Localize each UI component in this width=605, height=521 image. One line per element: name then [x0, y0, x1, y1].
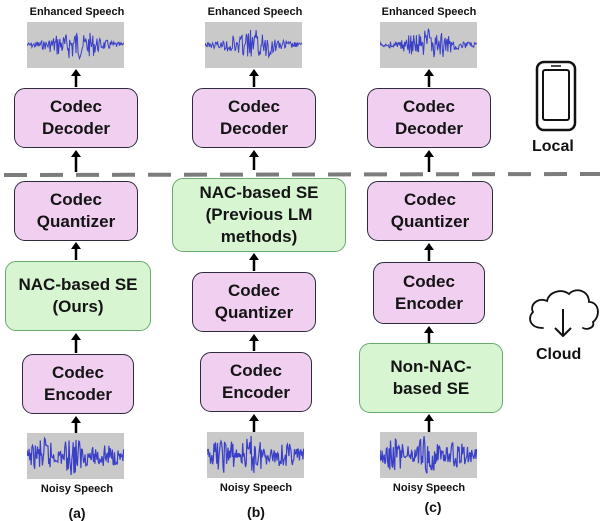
noisy-waveform-a [27, 433, 124, 479]
cloud-label: Cloud [536, 346, 582, 363]
enhanced-speech-caption-c: Enhanced Speech [381, 6, 477, 18]
subfigure-label-b: (b) [247, 504, 265, 520]
codec-quantizer-block-c: Codec Quantizer [367, 181, 493, 241]
arrow-b-4 [249, 334, 259, 351]
non-nac-based-se-block: Non-NAC-based SE [359, 343, 503, 413]
noisy-speech-caption-b: Noisy Speech [219, 482, 293, 494]
cloud-download-icon [529, 289, 599, 337]
noisy-waveform-c [380, 432, 477, 478]
subfigure-label-a: (a) [68, 505, 86, 521]
arrow-a-1 [71, 69, 81, 87]
arrow-b-1 [249, 69, 259, 87]
enhanced-waveform-c [380, 22, 477, 68]
noisy-waveform-b [207, 432, 304, 478]
local-cloud-divider [3, 172, 601, 177]
arrow-c-3 [424, 243, 434, 261]
codec-quantizer-block-a: Codec Quantizer [14, 181, 138, 241]
noisy-speech-caption-a: Noisy Speech [40, 483, 114, 495]
codec-encoder-block-b: Codec Encoder [200, 352, 312, 412]
nac-based-se-ours-block: NAC-based SE (Ours) [5, 261, 151, 331]
arrow-a-5 [71, 416, 81, 433]
noisy-speech-caption-c: Noisy Speech [392, 482, 466, 494]
enhanced-waveform-b [205, 22, 302, 68]
codec-decoder-block-c: Codec Decoder [367, 88, 491, 148]
codec-decoder-block-b: Codec Decoder [192, 88, 316, 148]
arrow-c-1 [424, 69, 434, 87]
codec-decoder-block-a: Codec Decoder [14, 88, 138, 148]
codec-quantizer-block-b: Codec Quantizer [192, 272, 316, 332]
arrow-c-5 [424, 414, 434, 432]
local-label: Local [532, 138, 574, 155]
arrow-a-2 [71, 150, 81, 172]
subfigure-label-c: (c) [424, 499, 442, 515]
enhanced-speech-caption-b: Enhanced Speech [207, 6, 303, 18]
arrow-a-3 [71, 242, 81, 260]
codec-encoder-block-c: Codec Encoder [373, 262, 485, 324]
arrow-c-4 [424, 326, 434, 344]
arrow-c-2 [424, 150, 434, 172]
codec-encoder-block-a: Codec Encoder [22, 354, 134, 414]
nac-based-se-previous-block: NAC-based SE (Previous LM methods) [172, 178, 346, 252]
arrow-b-2 [249, 150, 259, 170]
enhanced-waveform-a [27, 22, 124, 68]
arrow-b-3 [249, 253, 259, 271]
smartphone-icon [535, 60, 577, 132]
arrow-b-5 [249, 414, 259, 432]
enhanced-speech-caption-a: Enhanced Speech [29, 6, 125, 18]
arrow-a-4 [71, 333, 81, 353]
